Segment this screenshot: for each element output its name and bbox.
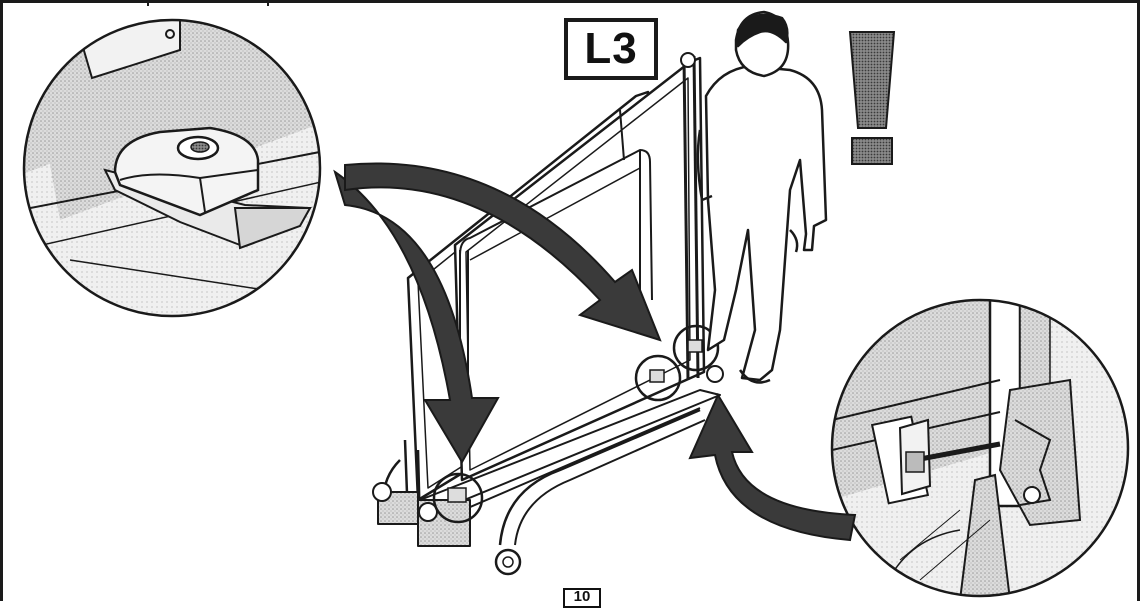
detail-circle-left	[24, 20, 320, 316]
person-figure	[696, 10, 828, 384]
step-label: L3	[564, 18, 658, 80]
detail-circle-left-outline	[22, 18, 322, 318]
exclamation-mark-icon	[848, 31, 896, 165]
folded-table	[372, 52, 724, 576]
step-label-text: L3	[584, 24, 638, 73]
curved-arrow-icon	[333, 162, 857, 542]
detail-circle-right-outline	[830, 298, 1130, 598]
page-number: 10	[563, 588, 601, 608]
detail-circle-right	[832, 300, 1128, 596]
highlight-circles	[432, 324, 720, 524]
